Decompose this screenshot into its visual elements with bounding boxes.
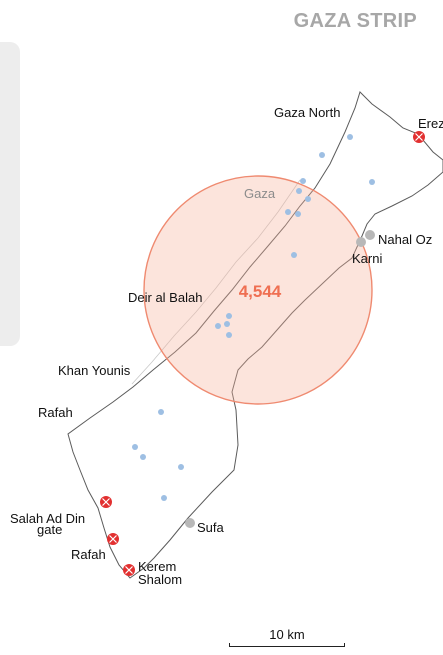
label-gaza-north: Gaza North — [274, 105, 340, 120]
side-panel — [0, 42, 20, 346]
location-point — [158, 409, 164, 415]
crossing-nahal-oz[interactable] — [365, 230, 375, 240]
crossing-karni[interactable] — [356, 237, 366, 247]
circle-value: 4,544 — [239, 282, 282, 301]
label-erez: Erez — [418, 116, 443, 131]
location-point — [215, 323, 221, 329]
location-point — [295, 211, 301, 217]
label-salah-ad-din-gate: gate — [37, 522, 62, 537]
gaza-strip-outline — [67, 91, 443, 579]
location-point — [224, 321, 230, 327]
location-point — [226, 332, 232, 338]
crossing-sufa[interactable] — [185, 518, 195, 528]
location-point — [132, 444, 138, 450]
scale-label: 10 km — [269, 627, 305, 642]
scale-bar-line — [229, 643, 345, 647]
label-karni: Karni — [352, 251, 382, 266]
crossing-erez[interactable] — [413, 131, 425, 143]
location-point — [319, 152, 325, 158]
label-nahal-oz: Nahal Oz — [378, 232, 432, 247]
location-point — [226, 313, 232, 319]
label-khan-younis: Khan Younis — [58, 363, 131, 378]
location-point — [305, 196, 311, 202]
location-point — [291, 252, 297, 258]
location-points — [132, 134, 375, 501]
location-point — [178, 464, 184, 470]
label-shalom: Shalom — [138, 572, 182, 587]
crossing-salah-ad-din[interactable] — [100, 496, 112, 508]
location-point — [300, 178, 306, 184]
density-circle[interactable] — [143, 175, 373, 405]
location-point — [140, 454, 146, 460]
label-gaza: Gaza — [244, 186, 276, 201]
label-salah-ad-din: Salah Ad Din — [10, 511, 85, 526]
location-point — [161, 495, 167, 501]
map-title: GAZA STRIP — [293, 10, 417, 32]
label-sufa: Sufa — [197, 520, 225, 535]
crossing-rafah[interactable] — [107, 533, 119, 545]
label-rafah-city: Rafah — [38, 405, 73, 420]
location-point — [347, 134, 353, 140]
coastal-line — [131, 179, 301, 385]
location-point — [285, 209, 291, 215]
location-point — [369, 179, 375, 185]
crossing-kerem-shalom[interactable] — [123, 564, 135, 576]
label-rafah-crossing: Rafah — [71, 547, 106, 562]
location-point — [296, 188, 302, 194]
label-kerem: Kerem — [138, 559, 176, 574]
label-deir-al-balah: Deir al Balah — [128, 290, 202, 305]
